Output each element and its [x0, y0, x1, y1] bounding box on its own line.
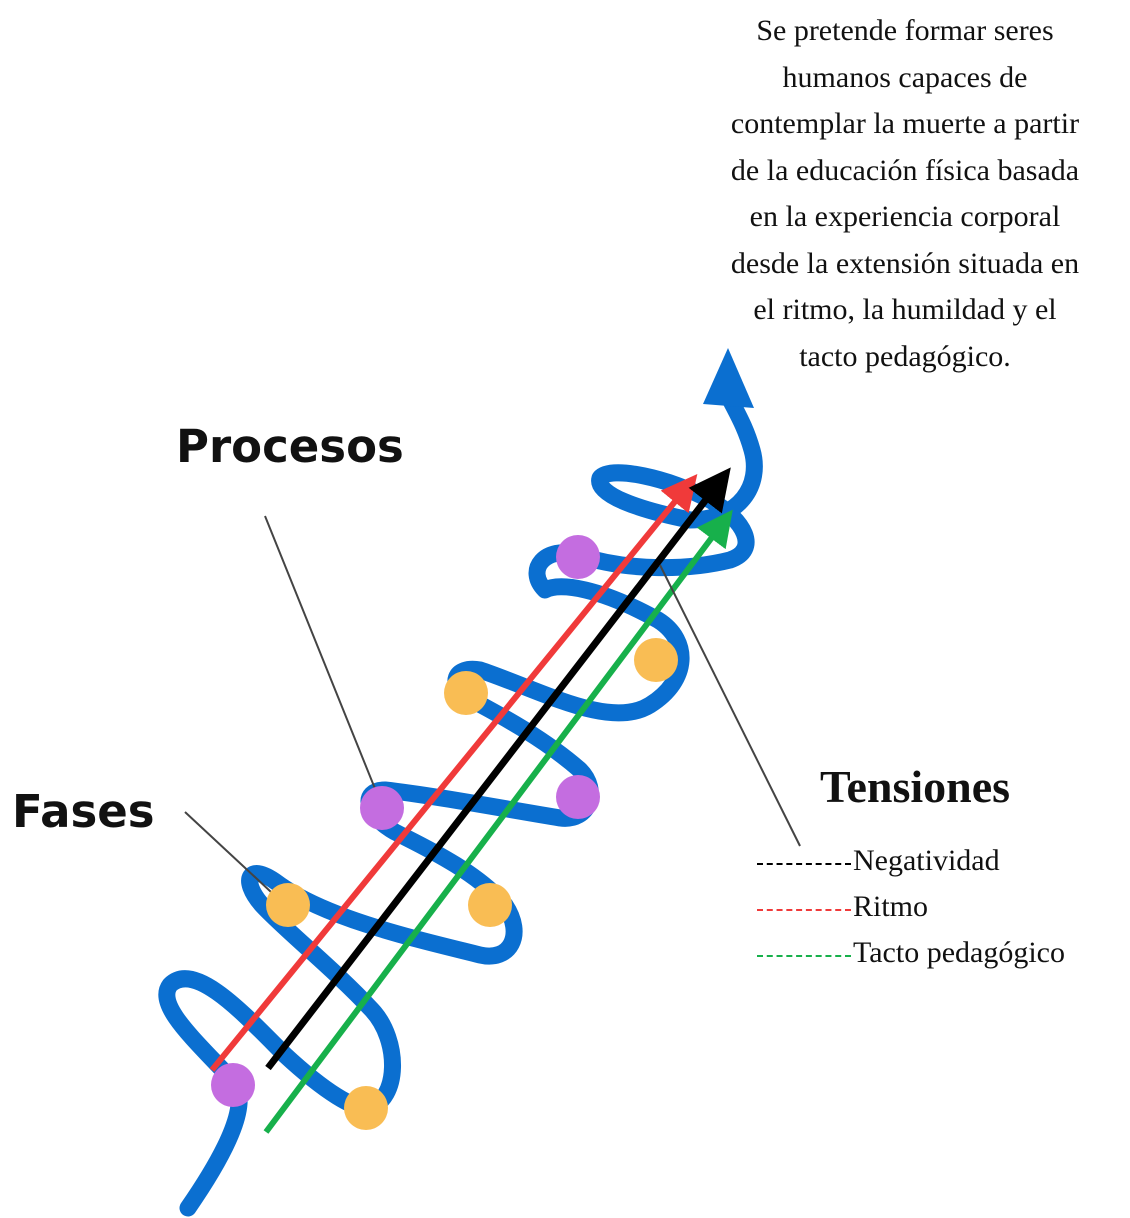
legend-label: Ritmo: [853, 890, 929, 923]
fases-label: Fases: [12, 785, 155, 838]
process-dot: [211, 1063, 255, 1107]
phase-dot: [468, 883, 512, 927]
negatividad-arrow: [265, 467, 731, 1071]
procesos-label: Procesos: [176, 420, 404, 473]
caption-line: de la educación física basada: [730, 153, 1080, 187]
caption-line: en la experiencia corporal: [749, 200, 1061, 233]
tensions-legend: Negatividad Ritmo Tacto pedagógico: [757, 838, 1065, 976]
caption-line: humanos capaces de: [782, 60, 1028, 94]
tacto-pedagogico-arrow: [263, 509, 733, 1134]
spiral-arrowhead: [703, 348, 754, 408]
ritmo-arrow: [209, 474, 698, 1072]
phase-dot: [344, 1086, 388, 1130]
legend-swatch: [757, 909, 851, 911]
phase-dot: [634, 638, 678, 682]
legend-swatch: [757, 863, 851, 865]
process-dot: [360, 786, 404, 830]
tensiones-leader-line: [659, 564, 801, 847]
procesos-leader-line: [264, 515, 383, 807]
legend-label: Negatividad: [853, 844, 1000, 877]
goal-caption: Se pretende formar seres humanos capaces…: [700, 8, 1110, 380]
phase-dot: [266, 883, 310, 927]
legend-item-negatividad: Negatividad: [757, 838, 1065, 884]
caption-line: el ritmo, la humildad y el: [753, 293, 1057, 326]
legend-label: Tacto pedagógico: [853, 936, 1065, 969]
legend-item-tacto-pedagogico: Tacto pedagógico: [757, 930, 1065, 976]
legend-swatch: [757, 955, 851, 957]
caption-line: Se pretende formar seres: [756, 14, 1054, 47]
caption-line: contemplar la muerte a partir: [730, 107, 1080, 140]
process-dot: [556, 535, 600, 579]
phase-dot: [444, 671, 488, 715]
process-dot: [556, 775, 600, 819]
tensiones-label: Tensiones: [820, 761, 1011, 812]
caption-line: desde la extensión situada en: [730, 246, 1080, 280]
fases-leader-line: [184, 811, 286, 906]
caption-line: tacto pedagógico.: [799, 339, 1011, 373]
legend-item-ritmo: Ritmo: [757, 884, 1065, 930]
